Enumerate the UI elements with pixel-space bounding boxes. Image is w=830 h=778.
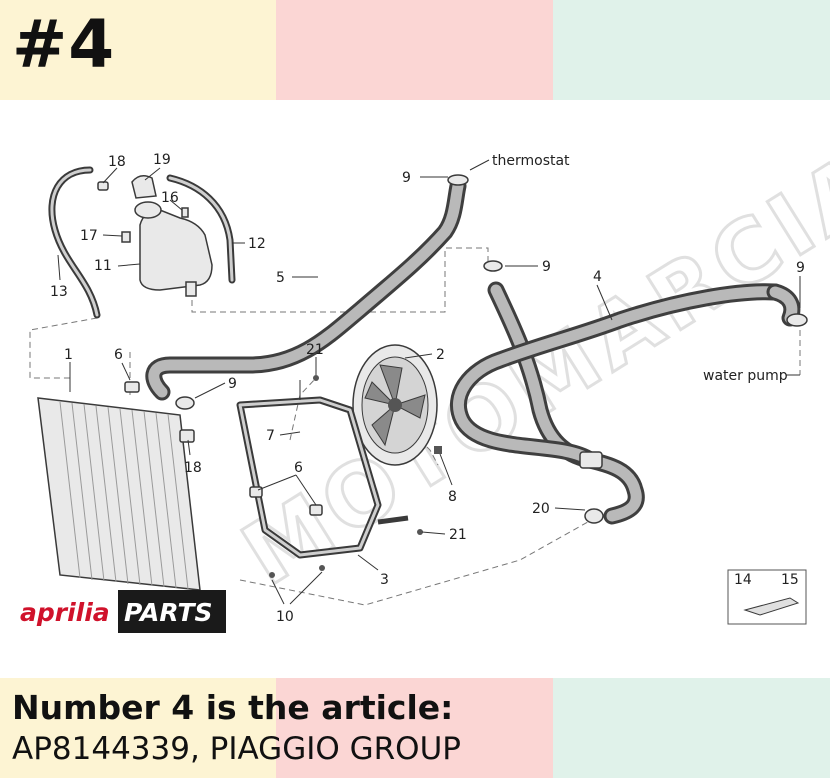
label-1: 1	[64, 347, 73, 363]
radiator	[37, 381, 201, 591]
logo-suffix: PARTS	[124, 598, 213, 627]
hose-clamps	[175, 260, 808, 524]
label-10: 10	[276, 609, 294, 625]
label-8: 8	[448, 489, 457, 505]
label-18-bottom: 18	[184, 460, 202, 476]
label-5: 5	[276, 270, 285, 286]
label-17: 17	[80, 228, 98, 244]
exploded-parts-diagram: MOTOMARCIA	[0, 100, 830, 678]
caption-band	[0, 678, 830, 778]
label-9-right: 9	[796, 260, 805, 276]
screws	[269, 375, 442, 578]
leader-lines	[57, 159, 801, 605]
label-21-top: 21	[306, 342, 324, 358]
hose-5	[145, 174, 469, 401]
label-3: 3	[380, 572, 389, 588]
hose-12	[166, 174, 236, 284]
label-21-bottom: 21	[449, 527, 467, 543]
label-9-left: 9	[228, 376, 237, 392]
caption-band-pink	[276, 678, 553, 778]
header-band-yellow	[0, 0, 276, 100]
header-band-green	[553, 0, 830, 100]
fan-bracket	[236, 380, 409, 559]
label-9-thermostat: 9	[402, 170, 411, 186]
label-11: 11	[94, 258, 112, 274]
label-14: 14	[734, 572, 752, 588]
label-12: 12	[248, 236, 266, 252]
label-16: 16	[161, 190, 179, 206]
label-15: 15	[781, 572, 799, 588]
label-4: 4	[593, 269, 602, 285]
label-2: 2	[436, 347, 445, 363]
caption-band-yellow	[0, 678, 276, 778]
header-band-pink	[276, 0, 553, 100]
thermostat-annotation: thermostat	[492, 153, 570, 169]
water-pump-annotation: water pump	[703, 368, 788, 384]
caption-band-green	[553, 678, 830, 778]
label-13: 13	[50, 284, 68, 300]
label-19: 19	[153, 152, 171, 168]
label-6-top: 6	[114, 347, 123, 363]
label-20: 20	[532, 501, 550, 517]
header-band	[0, 0, 830, 100]
inset-detail-box	[727, 569, 807, 625]
part-number-heading: #4	[12, 6, 116, 83]
part-labels: 18 19 16 17 11 12 13 9 thermostat 5 9 4 …	[50, 152, 805, 625]
label-9-mid: 9	[542, 259, 551, 275]
aprilia-parts-logo: aprilia PARTS	[18, 590, 226, 633]
diagram-svg: MOTOMARCIA	[18, 132, 830, 633]
expansion-tank	[97, 175, 213, 297]
label-18-top: 18	[108, 154, 126, 170]
cooling-fan	[352, 344, 438, 466]
logo-brand: aprilia	[20, 598, 110, 627]
caption-article-code: AP8144339, PIAGGIO GROUP	[12, 731, 461, 767]
label-6-bottom: 6	[294, 460, 303, 476]
hose-13	[48, 166, 101, 319]
caption-title: Number 4 is the article:	[12, 688, 454, 727]
label-7: 7	[266, 428, 275, 444]
